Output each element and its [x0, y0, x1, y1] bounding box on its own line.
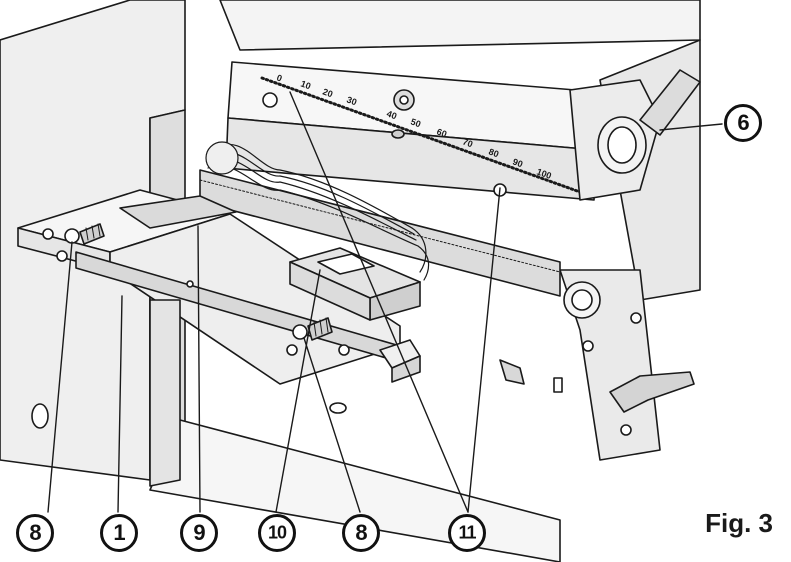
- callout-11-number: 11: [458, 522, 476, 543]
- scale-tick-label: 90: [511, 156, 524, 169]
- callout-6-number: 6: [737, 110, 749, 135]
- platen-roller: [199, 169, 561, 297]
- cable-bundle: [205, 141, 430, 281]
- scale-tick-label: 10: [299, 78, 312, 91]
- callout-8-right-number: 8: [355, 520, 367, 545]
- mounting-bracket: [379, 339, 421, 383]
- callout-6: 6: [724, 104, 762, 142]
- callout-8-right: 8: [342, 514, 380, 552]
- callout-10: 10: [258, 514, 296, 552]
- scale-tick-label: 70: [461, 136, 474, 149]
- scale-tick-label: 60: [435, 126, 448, 139]
- scale-tick-labels: 0 10 20 30 40 50 60 70 80 90 100: [275, 72, 553, 181]
- scale-tick-label: 20: [321, 86, 334, 99]
- scale-tick-label: 40: [385, 108, 398, 121]
- callout-8-left-number: 8: [29, 520, 41, 545]
- callout-11: 11: [448, 514, 486, 552]
- scale-tick-label: 100: [535, 166, 553, 181]
- head-lever-mechanism: [499, 69, 701, 461]
- scale-tick-label: 30: [345, 94, 358, 107]
- leader-lines: [47, 91, 723, 513]
- callout-9: 9: [180, 514, 218, 552]
- figure-label: Fig. 3: [705, 508, 773, 538]
- callout-9-number: 9: [193, 520, 205, 545]
- callout-10-number: 10: [267, 522, 287, 543]
- scale-tick-label: 0: [275, 72, 283, 83]
- head-connector: [289, 247, 421, 321]
- callout-1: 1: [100, 514, 138, 552]
- adjustment-screw-left: [56, 223, 105, 262]
- adjustment-screw-right: [286, 317, 333, 356]
- callout-8-left: 8: [16, 514, 54, 552]
- callout-1-number: 1: [113, 520, 125, 545]
- scale-tick-label: 50: [409, 116, 422, 129]
- scale-bar: [225, 61, 601, 201]
- scale-tick-label: 80: [487, 146, 500, 159]
